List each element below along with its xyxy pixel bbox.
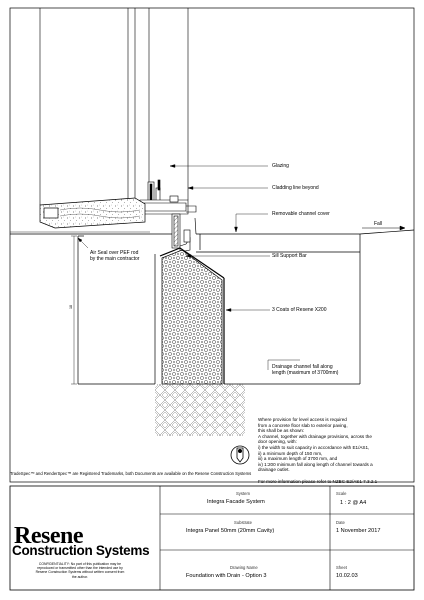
date-label: Date [336, 520, 345, 525]
fall-arrow [362, 225, 406, 231]
label-fall: Fall [374, 221, 383, 227]
label-sill-support: Sill Support Bar [272, 253, 307, 259]
substrate-label: Substrate [234, 520, 252, 525]
timber-sill [39, 197, 146, 229]
floor-slab [10, 229, 415, 253]
label-removable-cover: Removable channel cover [272, 211, 330, 217]
substrate-value: Integra Panel 50mm (20mm Cavity) [186, 528, 275, 534]
level-access-note: Where provision for level access is requ… [258, 417, 378, 484]
system-value: Integra Facade System [207, 499, 265, 505]
window-profile [139, 179, 197, 215]
title-block-grid [159, 486, 414, 590]
earth-fill [155, 384, 245, 436]
dimension-mark: 18 [69, 305, 73, 309]
sill-support [171, 213, 197, 253]
warning-icon [230, 445, 250, 465]
sheet-border [9, 7, 415, 483]
dimension [71, 235, 77, 385]
label-cladding-line: Cladding line beyond [272, 185, 319, 191]
label-air-seal-1: Air Seal over PEF rod [90, 250, 139, 256]
sheet-label: Sheet [336, 565, 347, 570]
system-label: System [236, 491, 250, 496]
title-block-border [9, 485, 415, 591]
foundation-left [77, 235, 156, 385]
sheet-value: 10.02.03 [336, 573, 358, 579]
drawing-name-value: Foundation with Drain - Option 3 [186, 573, 267, 579]
leaders [77, 164, 300, 370]
date-value: 1 November 2017 [336, 528, 381, 534]
block-wall [159, 247, 225, 385]
drainage-channel [224, 252, 361, 385]
scale-value: 1 : 2 @ A4 [340, 500, 367, 506]
label-drainage-1: Drainage channel fall along [272, 364, 333, 370]
scale-label: Scale [336, 491, 347, 496]
confidentiality-note: CONFIDENTIALITY: No part of this publica… [35, 562, 125, 579]
label-glazing: Glazing [272, 163, 289, 169]
brand-logo-word: Resene [14, 523, 83, 549]
label-drainage-2: length (maximum of 3700mm) [272, 370, 339, 376]
brand-logo-sub: Construction Systems [12, 543, 150, 558]
glazing-frame [39, 8, 189, 205]
label-air-seal-2: by the main contractor [90, 256, 140, 262]
drawing-name-label: Drawing Name [230, 565, 258, 570]
label-coats: 3 Coats of Resene X200 [272, 307, 327, 313]
trademark-disclaimer: TradeSpec™ and RenderSpec™ are Registere… [10, 471, 252, 476]
